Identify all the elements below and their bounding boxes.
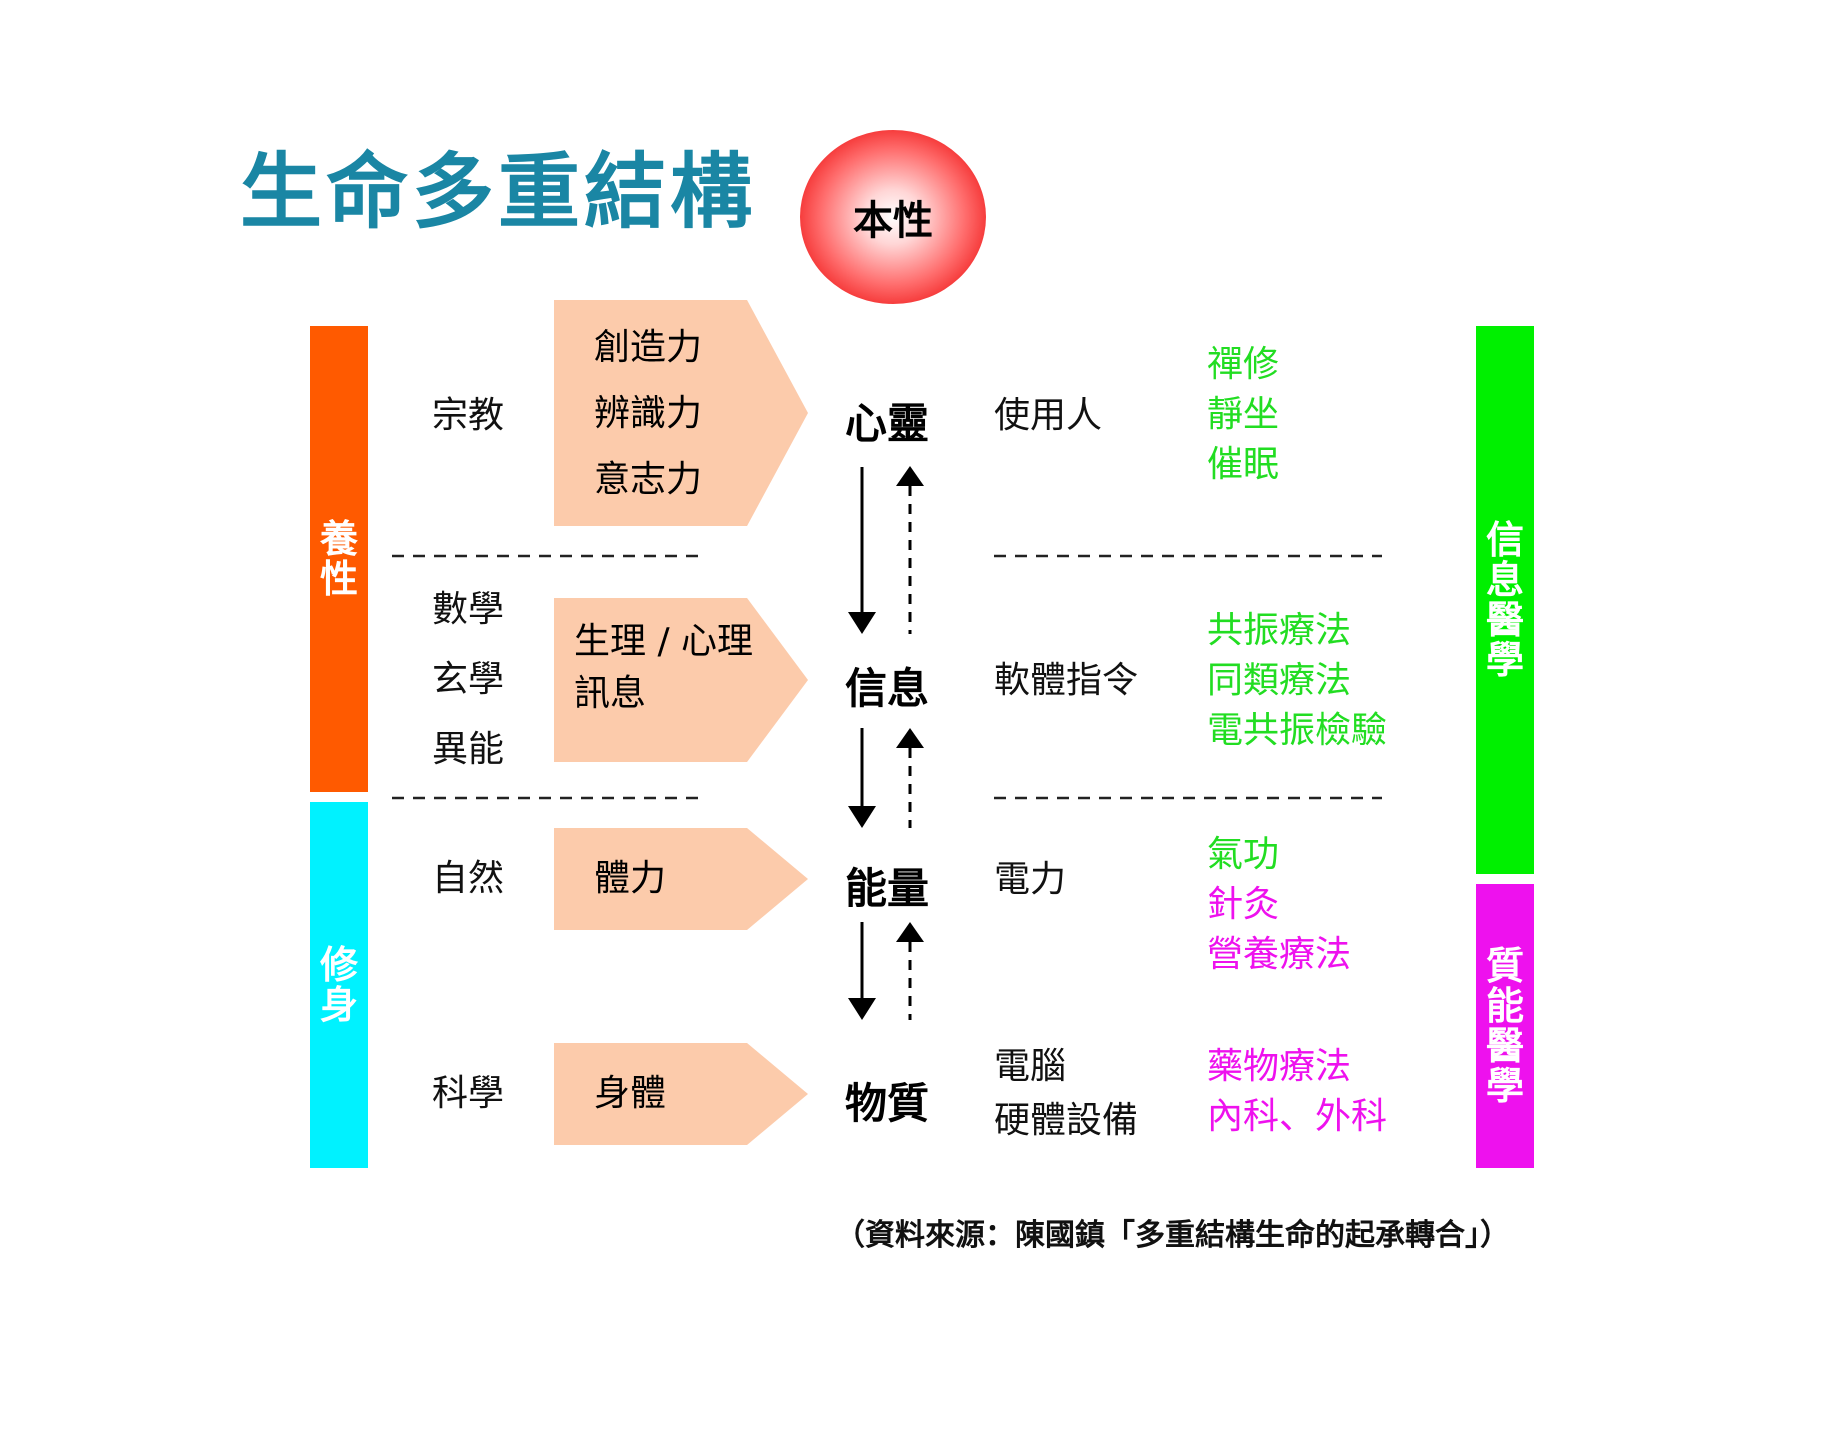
row3-strength-box: 體力 (554, 828, 808, 930)
row1-ability-item: 創造力 (594, 327, 703, 368)
row4-level-label: 物質 (845, 1079, 930, 1128)
row4-body-list: 身體 (594, 1061, 666, 1127)
row2-right-category: 軟體指令 (994, 654, 1138, 708)
row2-left-item: 玄學 (432, 659, 505, 700)
row4-body-box: 身體 (554, 1043, 808, 1145)
row3-therapy-item: 針灸 (1207, 884, 1280, 925)
matter-energy-medicine-bar: 質能醫學 (1476, 884, 1534, 1168)
row4-right-category: 電腦 硬體設備 (994, 1040, 1138, 1148)
row1-ability-item: 意志力 (594, 459, 703, 500)
row3-strength-list: 體力 (594, 846, 666, 912)
row1-ability-list: 創造力 辨識力 意志力 (594, 315, 702, 513)
row2-level-label: 信息 (845, 664, 930, 713)
row1-left-category: 宗教 (432, 381, 504, 451)
diagram-title: 生命多重結構 (240, 145, 757, 240)
row1-level-label: 心靈 (845, 399, 930, 448)
matter-energy-medicine-label: 質能醫學 (1485, 944, 1524, 1108)
row2-therapy-list: 共振療法 同類療法 電共振檢驗 (1207, 606, 1387, 756)
row2-therapy-item: 共振療法 (1207, 610, 1352, 651)
row3-right-item: 電力 (994, 859, 1067, 900)
row3-therapy-item: 營養療法 (1207, 934, 1352, 975)
row4-right-item: 電腦 (994, 1046, 1067, 1087)
row1-right-item: 使用人 (994, 395, 1103, 436)
row3-therapy-item: 氣功 (1207, 834, 1280, 875)
down-arrow-2-head (848, 806, 876, 828)
row1-therapy-item: 催眠 (1207, 444, 1280, 485)
nourish-nature-bar: 養性 (310, 326, 368, 792)
row2-left-item: 數學 (432, 589, 505, 630)
row3-right-category: 電力 (994, 853, 1066, 907)
row1-ability-box: 創造力 辨識力 意志力 (554, 300, 808, 526)
row4-body-item: 身體 (594, 1073, 667, 1114)
row4-therapy-item: 內科、外科 (1207, 1096, 1388, 1137)
row4-right-item: 硬體設備 (994, 1100, 1139, 1141)
cultivate-body-bar: 修身 (310, 802, 368, 1168)
information-medicine-label: 信息醫學 (1485, 518, 1524, 682)
row2-information-item: 訊息 (574, 673, 647, 714)
row1-therapy-item: 禪修 (1207, 344, 1280, 385)
row2-right-item: 軟體指令 (994, 660, 1139, 701)
row2-information-list: 生理 / 心理 訊息 (574, 616, 753, 720)
row4-left-category: 科學 (432, 1059, 504, 1129)
row2-information-item: 生理 / 心理 (574, 621, 754, 662)
row2-therapy-item: 同類療法 (1207, 660, 1352, 701)
row1-therapy-item: 靜坐 (1207, 394, 1280, 435)
down-arrow-1-head (848, 612, 876, 634)
row3-level-label: 能量 (845, 864, 930, 913)
cultivate-body-label: 修身 (319, 943, 358, 1027)
nature-circle: 本性 (800, 130, 986, 304)
nourish-nature-label: 養性 (319, 517, 358, 601)
up-arrow-3-head (896, 922, 924, 942)
up-arrow-2-head (896, 728, 924, 748)
row3-therapy-list: 氣功 針灸 營養療法 (1207, 830, 1351, 980)
row1-ability-item: 辨識力 (594, 393, 703, 434)
row1-right-category: 使用人 (994, 389, 1102, 443)
nature-label: 本性 (853, 198, 933, 244)
row4-left-item: 科學 (432, 1073, 505, 1114)
row1-left-item: 宗教 (432, 395, 505, 436)
row2-left-item: 異能 (432, 729, 505, 770)
up-arrow-1-head (896, 466, 924, 486)
information-medicine-bar: 信息醫學 (1476, 326, 1534, 874)
source-citation: （資料來源：陳國鎮「多重結構生命的起承轉合」） (835, 1218, 1510, 1253)
row4-therapy-item: 藥物療法 (1207, 1046, 1352, 1087)
row3-left-category: 自然 (432, 844, 504, 914)
row1-therapy-list: 禪修 靜坐 催眠 (1207, 340, 1279, 490)
row2-therapy-item: 電共振檢驗 (1207, 710, 1388, 751)
row3-left-item: 自然 (432, 858, 505, 899)
row4-therapy-list: 藥物療法 內科、外科 (1207, 1042, 1387, 1142)
down-arrow-3-head (848, 998, 876, 1020)
row2-left-category: 數學 玄學 異能 (432, 575, 504, 785)
row3-strength-item: 體力 (594, 858, 667, 899)
row2-information-box: 生理 / 心理 訊息 (554, 598, 808, 762)
